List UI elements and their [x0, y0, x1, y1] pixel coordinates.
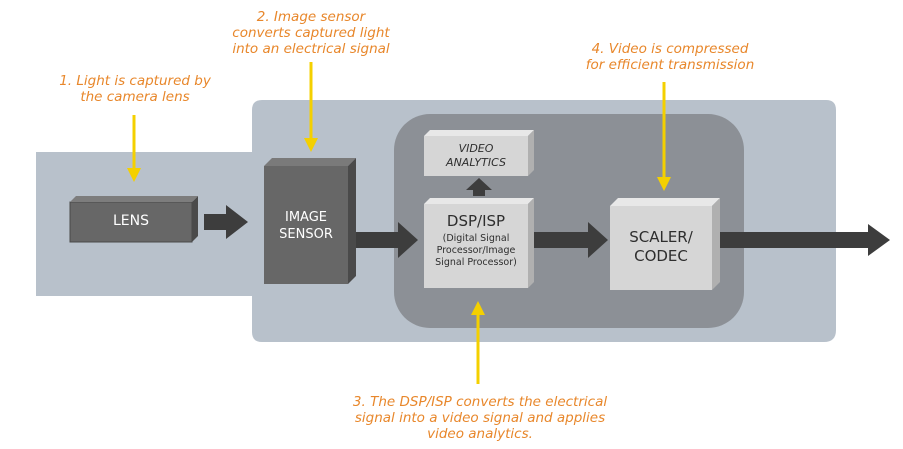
callout-arrowhead-scaler [657, 177, 671, 191]
video-analytics-label: VIDEO ANALYTICS [446, 142, 506, 169]
arrow-lens-to-sensor [204, 205, 248, 239]
lens-block [69, 201, 193, 243]
image-sensor-block-top [264, 158, 356, 166]
arrow-sensor-to-dsp [350, 222, 418, 258]
lens-block-side [192, 196, 198, 242]
video-analytics-block-top [424, 130, 534, 136]
callout-arrowhead-sensor [304, 138, 318, 152]
video-analytics-block-side [528, 130, 534, 176]
arrow-dsp-to-analytics [466, 178, 492, 196]
annotation-step-1: 1. Light is captured by the camera lens [59, 73, 211, 105]
lens-block-top [70, 196, 198, 202]
image-sensor-block [264, 166, 348, 284]
annotation-step-3: 3. The DSP/ISP converts the electrical s… [352, 394, 608, 442]
image-sensor-block-side [348, 158, 356, 284]
dsp-isp-title: DSP/ISP [446, 212, 506, 230]
dsp-isp-block [424, 204, 528, 288]
scaler-codec-block-top [610, 198, 720, 206]
scaler-codec-label: SCALER/ CODEC [629, 228, 693, 265]
lens-label: LENS [112, 213, 149, 229]
image-sensor-label: IMAGE SENSOR [279, 210, 333, 242]
arrow-output [714, 224, 890, 256]
dsp-isp-block-top [424, 198, 534, 204]
video-analytics-block [424, 136, 528, 176]
scaler-codec-block-side [712, 198, 720, 290]
dsp-isp-block-side [528, 198, 534, 288]
annotation-step-4: 4. Video is compressed for efficient tra… [585, 41, 755, 73]
dsp-isp-label: DSP/ISP (Digital Signal Processor/Image … [424, 211, 528, 269]
callout-arrowhead-dsp [471, 301, 485, 315]
arrow-dsp-to-scaler [528, 222, 608, 258]
annotation-step-2: 2. Image sensor converts captured light … [232, 9, 390, 57]
scaler-codec-block [610, 206, 712, 290]
dsp-isp-subtitle: (Digital Signal Processor/Image Signal P… [435, 233, 517, 268]
callout-arrowhead-lens [127, 168, 141, 182]
